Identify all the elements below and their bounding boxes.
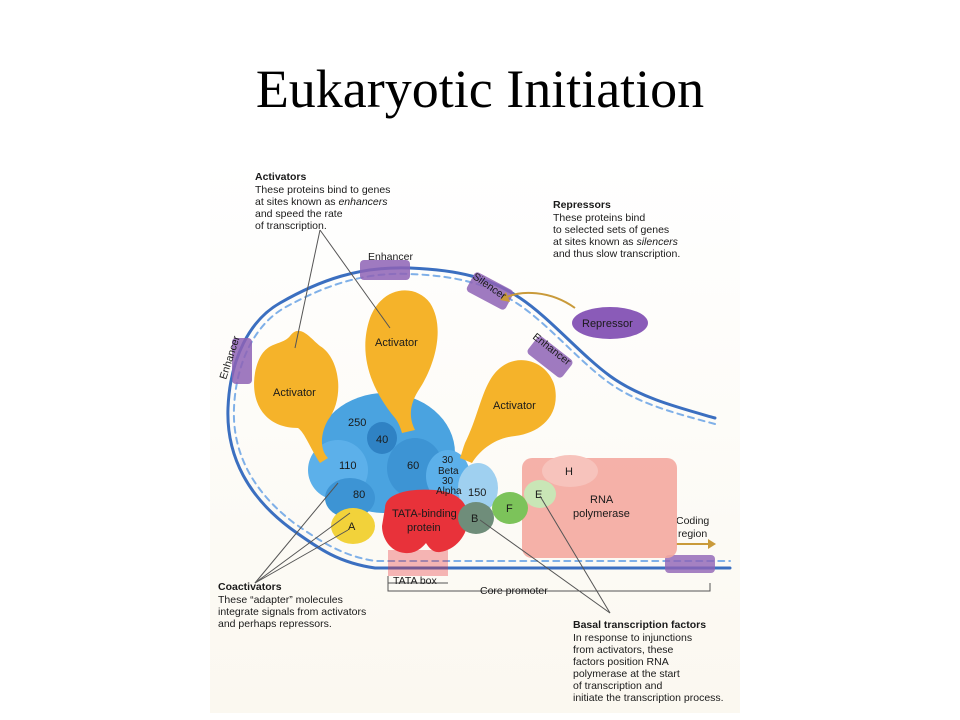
repressor-label: Repressor (582, 318, 633, 330)
activators-line-1: These proteins bind to genes (255, 184, 390, 196)
activator-top (365, 290, 438, 433)
repressor-arrow (504, 291, 576, 309)
subunit-40: 40 (376, 434, 388, 446)
core-promoter-label: Core promoter (480, 585, 548, 597)
activator-left-label: Activator (273, 387, 316, 399)
basal-line-2: from activators, these (573, 644, 674, 656)
subunit-30-alpha-name: Alpha (436, 486, 462, 497)
factor-a (331, 508, 375, 544)
tfiid-complex (308, 393, 498, 518)
subunit-30-alpha-num: 30 (442, 476, 454, 487)
diagram-figure: TATA box Core promoter Coding region H R… (210, 158, 740, 713)
svg-text:at sites known as enhancers: at sites known as enhancers (255, 196, 388, 208)
factor-f-label: F (506, 503, 513, 515)
coding-label-2: region (678, 528, 707, 540)
dna-strand (226, 266, 732, 570)
subunit-30-beta-name: Beta (438, 466, 459, 477)
core-promoter-bracket (387, 583, 711, 592)
activators-line-4: of transcription. (255, 220, 327, 232)
activator-right (460, 360, 556, 463)
basal-line-5: of transcription and (573, 680, 662, 692)
subunit-30-beta-num: 30 (442, 455, 454, 466)
factor-e (524, 480, 556, 508)
enhancer-top (360, 260, 410, 280)
activators-line-2-em: enhancers (338, 196, 388, 208)
factor-e-label: E (535, 489, 542, 501)
initiation-diagram: TATA box Core promoter Coding region H R… (210, 158, 740, 713)
repressors-line-4: and thus slow transcription. (553, 248, 680, 260)
slide-title: Eukaryotic Initiation (255, 59, 705, 119)
basal-factors-caption: Basal transcription factors In response … (573, 619, 724, 704)
basal-title: Basal transcription factors (573, 619, 706, 631)
repressors-line-3: at sites known as (553, 236, 636, 248)
factor-a-label: A (348, 521, 356, 533)
coactivators-caption: Coactivators These “adapter” molecules i… (218, 581, 366, 630)
basal-line-3: factors position RNA (573, 656, 669, 668)
repressors-line-1: These proteins bind (553, 212, 645, 224)
tata-binding-protein (382, 489, 468, 554)
activator-right-label: Activator (493, 400, 536, 412)
coding-label-1: Coding (676, 515, 709, 527)
enhancer-top-label: Enhancer (368, 251, 413, 263)
repressors-line-2: to selected sets of genes (553, 224, 669, 236)
repressors-caption: Repressors These proteins bind to select… (553, 199, 680, 260)
tata-box-label: TATA box (393, 575, 438, 587)
coactivators-title: Coactivators (218, 581, 282, 593)
factor-b (458, 502, 494, 534)
subunit-110: 110 (339, 460, 357, 472)
factor-f (492, 492, 528, 524)
basal-line-1: In response to injunctions (573, 632, 692, 644)
activators-line-3: and speed the rate (255, 208, 343, 220)
svg-text:at sites known as silencers: at sites known as silencers (553, 236, 679, 248)
factor-b-label: B (471, 513, 478, 525)
activators-title: Activators (255, 171, 307, 183)
repressors-line-3-em: silencers (636, 236, 678, 248)
subunit-60: 60 (407, 460, 419, 472)
coactivators-line-3: and perhaps repressors. (218, 618, 332, 630)
rna-polymerase (522, 455, 677, 558)
activator-top-label: Activator (375, 337, 418, 349)
subunit-250: 250 (348, 417, 366, 429)
basal-line-6: initiate the transcription process. (573, 692, 724, 704)
rna-pol-label-2: polymerase (573, 508, 630, 520)
coding-band (665, 555, 715, 573)
tbp-label-1: TATA-binding (392, 508, 457, 520)
subunit-150: 150 (468, 487, 486, 499)
repressor-arrowhead (500, 292, 510, 302)
tbp-label-2: protein (407, 522, 441, 534)
enhancer-left (232, 338, 252, 384)
leader-lines (254, 229, 611, 614)
subunit-80: 80 (353, 489, 365, 501)
basal-line-4: polymerase at the start (573, 668, 680, 680)
coding-arrowhead (708, 539, 716, 549)
rna-pol-label-1: RNA (590, 494, 614, 506)
activators-caption: Activators These proteins bind to genes … (255, 171, 390, 232)
factor-h-label: H (565, 466, 573, 478)
repressor (572, 307, 648, 339)
enhancer-right (527, 336, 573, 378)
activators-line-2: at sites known as (255, 196, 338, 208)
coactivators-line-2: integrate signals from activators (218, 606, 366, 618)
coactivators-line-1: These “adapter” molecules (218, 594, 343, 606)
repressors-title: Repressors (553, 199, 611, 211)
activator-left (254, 330, 339, 463)
tata-box-region (388, 550, 448, 576)
